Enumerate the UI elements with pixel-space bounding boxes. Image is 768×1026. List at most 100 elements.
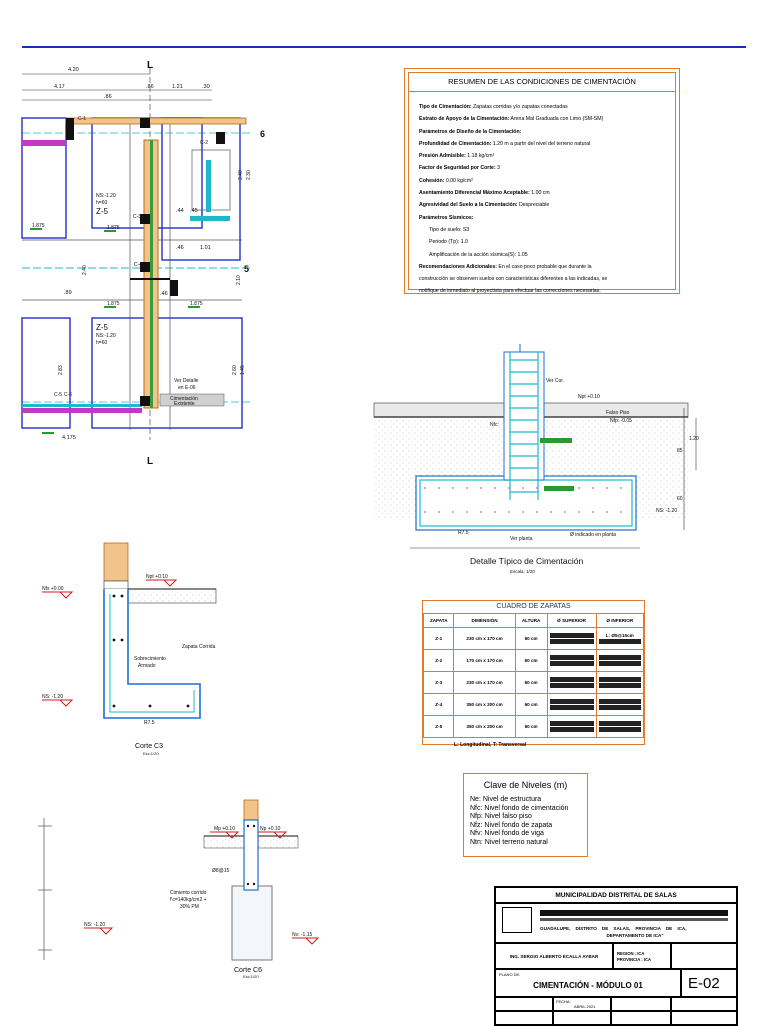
grid-letter: L — [147, 60, 153, 71]
sheet-code: E-02 — [688, 975, 720, 992]
detail-label: Ø indicado en planta — [570, 532, 616, 538]
dim-text: .86 — [146, 84, 154, 90]
list-item: Ntn: Nivel terreno natural — [470, 838, 548, 846]
summary-line: Parámetros de Diseño de la Cimentación: — [419, 128, 522, 135]
zapata-note: h=60 — [96, 200, 107, 206]
project-line: DEPARTAMENTO DE ICA" — [606, 933, 664, 938]
cell-bars — [546, 627, 597, 650]
plan-name: CIMENTACIÓN - MÓDULO 01 — [533, 981, 643, 990]
dim-text: 1.01 — [200, 245, 211, 251]
detail-label: Ver Cor. — [546, 378, 564, 384]
grid-number: 5 — [244, 264, 249, 274]
footing-schedule: CUADRO DE ZAPATAS ZAPATA DIMENSIÓN ALTUR… — [422, 600, 645, 745]
c6-label: 30% PM — [180, 904, 199, 910]
dim-text: 1.21 — [172, 84, 183, 90]
grid-letter: L — [147, 456, 153, 467]
dim-text: 3.40 — [238, 170, 244, 180]
cell: Z-3 — [422, 671, 455, 694]
c6-label: Mp +0.10 — [214, 826, 235, 832]
blank-cell — [671, 1011, 737, 1025]
c6-label: f'c=140kg/cm2 + — [170, 897, 207, 903]
column-label: C-5 — [54, 392, 62, 398]
dim-text: .46 — [160, 291, 168, 297]
summary-line: Cohesión: 0.00 kg/cm² — [419, 177, 473, 184]
schedule-note: L: Longitudinal, T: Transversal — [454, 742, 527, 748]
dim-text: .86 — [104, 94, 112, 100]
dim-text: 4.17 — [54, 84, 65, 90]
list-item: Nfp: Nivel falso piso — [470, 813, 532, 821]
project-subtitle-redacted — [540, 918, 728, 921]
c3-label: Nfs +0.00 — [42, 586, 64, 592]
dim-text: 2.83 — [58, 365, 64, 375]
table-row: Z-1 230 cm x 170 cm 60 cm L: Ø5@15cm — [422, 627, 644, 650]
col-header: Ø SUPERIOR — [546, 613, 597, 628]
detail-scale: Escala: 1/20 — [510, 569, 535, 574]
col-header: ALTURA — [514, 613, 548, 628]
cell-bars — [546, 671, 597, 694]
cell-bars — [595, 649, 644, 672]
detail-label: Ver planta — [510, 536, 533, 542]
column-label: C-4 — [134, 262, 142, 268]
note-text: Ver Detalle — [174, 378, 199, 384]
summary-line: Recomendaciones Adicionales: En el caso … — [419, 263, 592, 270]
sismic-line: Periodo (Tp): 1.0 — [429, 239, 468, 246]
list-item: Nfz: Nivel fondo de zapata — [470, 821, 553, 829]
summary-line: construcción se observen suelos con cara… — [419, 276, 608, 283]
cell-bars — [595, 671, 644, 694]
cell-bars — [546, 649, 597, 672]
zapata-label: Z-5 — [96, 323, 109, 332]
cell: 350 cm x 200 cm — [453, 693, 516, 716]
zapata-note: NS:-1.20 — [96, 333, 116, 339]
blank-cell — [495, 1011, 553, 1025]
summary-line: notifique de inmediato al proyectista pa… — [419, 288, 601, 295]
schedule-caption: CUADRO DE ZAPATAS — [496, 603, 571, 610]
column-label: C-3 — [133, 214, 141, 220]
table-row: Z-4 350 cm x 200 cm 60 cm — [422, 693, 644, 716]
summary-line: Presión Admisible: 1.18 kg/cm² — [419, 153, 495, 160]
foundation-summary-box: RESUMEN DE LAS CONDICIONES DE CIMENTACIÓ… — [404, 68, 680, 294]
col-header: DIMENSIÓN — [453, 613, 516, 628]
table-row: Z-5 350 cm x 200 cm 60 cm — [422, 715, 644, 738]
dim-text: 4.175 — [62, 435, 76, 441]
dim-text: 1.20 — [689, 436, 699, 442]
dim-text: 2.40 — [82, 265, 88, 275]
detail-label: Nfp: -0.05 — [610, 418, 632, 424]
project-title-redacted — [540, 910, 728, 916]
cell-bars — [546, 715, 597, 738]
grid-number: 6 — [260, 129, 265, 139]
entity-name: MUNICIPALIDAD DISTRITAL DE SALAS — [495, 887, 737, 903]
blank-cell — [671, 997, 737, 1011]
column-label: C-6 — [64, 392, 72, 398]
zapata-note: h=60 — [96, 340, 107, 346]
list-item: Nfc: Nivel fondo de cimentación — [470, 804, 569, 812]
note-text: Cimentación — [170, 396, 198, 402]
fecha-cell — [495, 997, 553, 1011]
col-header: ZAPATA — [422, 613, 455, 628]
dim-text: 1.45 — [240, 365, 246, 375]
plan-name-cell: PLANO DE: CIMENTACIÓN - MÓDULO 01 — [495, 969, 681, 997]
cell: 350 cm x 200 cm — [453, 715, 516, 738]
note-text: en E-06 — [178, 385, 196, 391]
table-row: Z-3 230 cm x 170 cm 60 cm — [422, 671, 644, 694]
summary-line: Agresividad del Suelo a la Cimentación: … — [419, 202, 550, 209]
zapata-label: Z-5 — [96, 207, 109, 216]
engineer-cell: ING. SERGIO ALBERTO ECALLA AYBAR — [495, 943, 613, 969]
dim-text: .45 — [190, 208, 198, 214]
cell-bars — [546, 693, 597, 716]
dim-text: .44 — [176, 208, 184, 214]
cell: Z-4 — [422, 693, 455, 716]
summary-line: Factor de Seguridad por Corte: 3 — [419, 165, 500, 172]
summary-line: Estrato de Apoyo de la Cimentación: Aren… — [419, 116, 604, 123]
level-key-title: Clave de Niveles (m) — [483, 780, 568, 790]
header-rule — [22, 46, 746, 48]
blank-cell — [611, 997, 671, 1011]
dim-text: 2.30 — [246, 170, 252, 180]
level-tag: 1.875 — [32, 223, 45, 229]
summary-line: Profundidad de Cimentación: 1.20 m a par… — [419, 140, 591, 147]
c6-label: Nv: -1.15 — [292, 932, 313, 938]
cell-bars — [595, 693, 644, 716]
cell: 60 cm — [514, 671, 548, 694]
